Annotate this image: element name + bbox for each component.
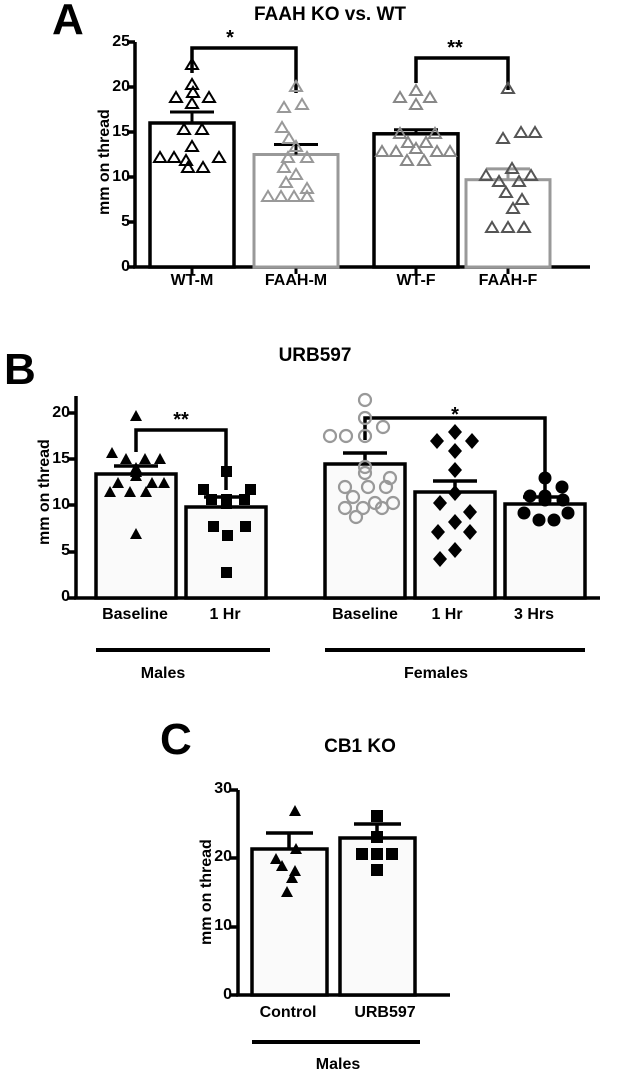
panel-c-ytick-30: 30 — [214, 780, 232, 797]
panel-a-xlabel-faah-m: FAAH-M — [264, 272, 328, 289]
bar-urb597 — [338, 836, 417, 997]
panel-a-points-faah-f — [478, 81, 543, 233]
panel-a-xlabel-wt-m: WT-M — [170, 272, 214, 289]
panel-a-points-faah-m — [260, 79, 315, 202]
panel-a-xlabel-wt-f: WT-F — [396, 272, 436, 289]
panel-a-points-wt-f — [374, 83, 458, 166]
panel-a-ytick-0: 0 — [121, 258, 130, 275]
panel-b-points-f-baseline — [322, 392, 401, 525]
panel-b-plot — [68, 392, 600, 652]
panel-a-ytick-15: 15 — [112, 123, 130, 140]
panel-c-xlabel-urb597: URB597 — [354, 1004, 416, 1021]
panel-a-xlabel-faah-f: FAAH-F — [478, 272, 538, 289]
panel-c-title: CB1 KO — [324, 736, 396, 757]
panel-b-xlabel-f-baseline: Baseline — [332, 606, 398, 623]
panel-c-points-control — [270, 805, 302, 897]
panel-c-ytick-0: 0 — [223, 986, 232, 1003]
panel-a-title: FAAH KO vs. WT — [253, 4, 406, 25]
panel-a-sig-1: * — [226, 27, 234, 49]
panel-b-xlabel-f-3hrs: 3 Hrs — [513, 606, 555, 623]
panel-c-letter: C — [160, 715, 192, 764]
panel-c-ytick-10: 10 — [214, 917, 232, 934]
panel-b-ytick-5: 5 — [61, 542, 70, 559]
panel-a-points-wt-m — [152, 57, 227, 173]
panel-b-ytick-0: 0 — [61, 588, 70, 605]
panel-b-letter: B — [4, 345, 36, 394]
panel-c-points-urb597 — [356, 810, 398, 876]
panel-a-ytick-20: 20 — [112, 78, 130, 95]
panel-a-ytick-5: 5 — [121, 213, 130, 230]
panel-b-ytick-20: 20 — [52, 404, 70, 421]
panel-b-sig-1: ** — [173, 409, 189, 431]
panel-b-points-f-1hr — [430, 424, 479, 567]
panel-b-xlabel-f-1hr: 1 Hr — [431, 606, 463, 623]
panel-b-sig-2: * — [451, 404, 459, 426]
panel-b-ytick-10: 10 — [52, 496, 70, 513]
panel-a-sig-2: ** — [447, 37, 463, 59]
panel-a-plot — [127, 40, 590, 274]
panel-a-letter: A — [52, 0, 84, 44]
panel-b-ytick-15: 15 — [52, 450, 70, 467]
panel-a-ytick-25: 25 — [112, 33, 130, 50]
panel-b-title: URB597 — [278, 345, 352, 366]
panel-c-bars — [250, 836, 417, 997]
bar-control — [250, 847, 329, 997]
panel-c-xlabel-control: Control — [259, 1004, 317, 1021]
panel-b-points-m-1hr — [198, 466, 256, 578]
panel-c-group-males: Males — [315, 1056, 361, 1073]
panel-b-group-females: Females — [403, 665, 469, 682]
panel-c-ytick-20: 20 — [214, 848, 232, 865]
panel-b-xlabel-m-baseline: Baseline — [102, 606, 168, 623]
panel-b-points-f-3hrs — [517, 471, 575, 527]
bar-m-1hr — [184, 505, 268, 600]
panel-b-xlabel-m-1hr: 1 Hr — [209, 606, 241, 623]
panel-a-bars — [148, 121, 552, 269]
panel-b-group-males: Males — [140, 665, 186, 682]
panel-b-points-m-baseline — [104, 410, 170, 539]
panel-a-ytick-10: 10 — [112, 168, 130, 185]
